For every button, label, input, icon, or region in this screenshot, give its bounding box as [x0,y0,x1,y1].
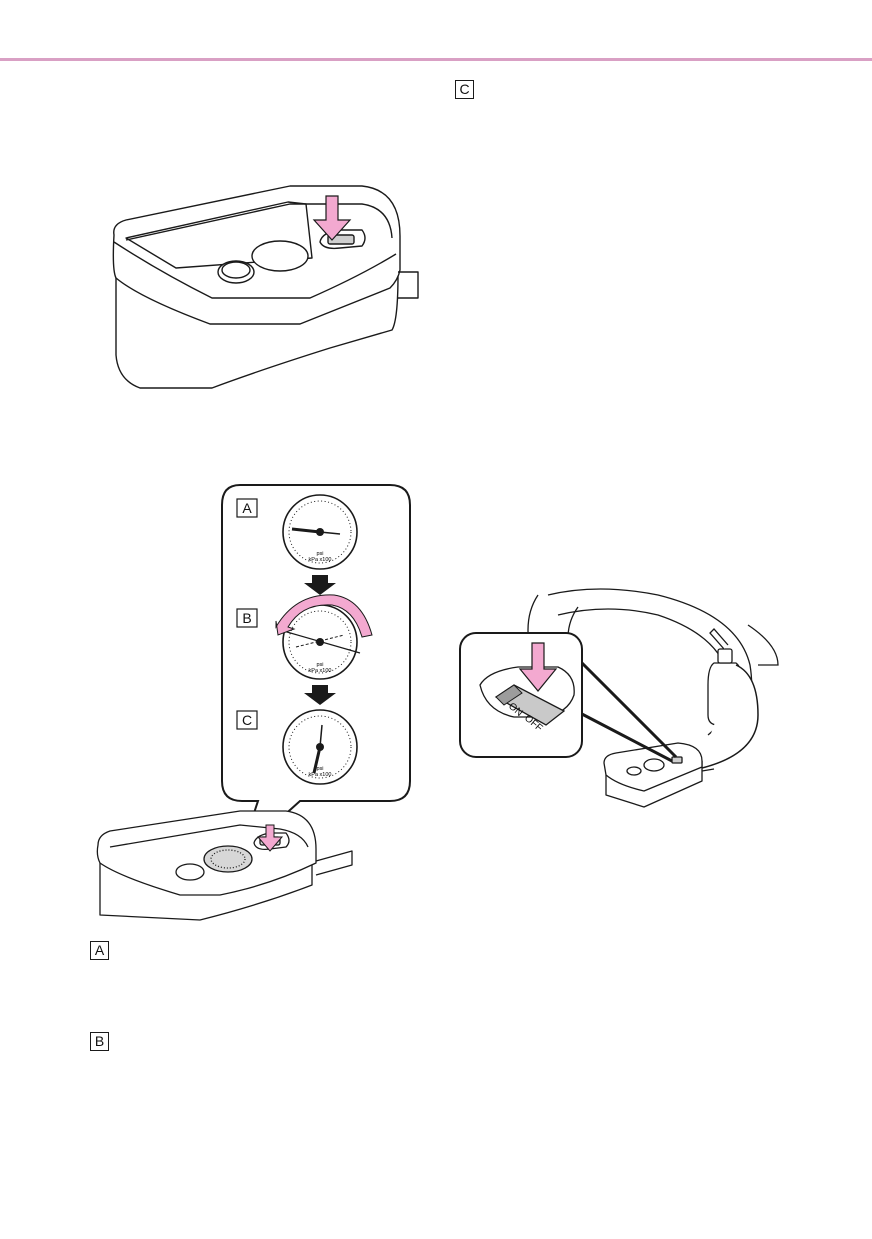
gauge-window [251,240,309,272]
svg-text:psi: psi [316,551,323,557]
sealant-bottle [697,628,759,770]
svg-text:psi: psi [316,766,323,772]
press-arrow-small [256,824,284,852]
gauge-a: psi kPa x100 [282,494,358,570]
gauge-c: psi kPa x100 [282,709,358,785]
press-arrow [312,195,352,241]
compressor-small [96,810,353,921]
svg-text:kPa x100: kPa x100 [309,557,332,563]
svg-text:kPa x100: kPa x100 [309,668,332,674]
press-arrow-detail [518,642,558,692]
gauge-label-c: C [242,712,252,728]
gauge-label-a: A [242,500,252,516]
svg-text:psi: psi [316,662,323,668]
power-switch-detail: ON OFF [479,642,575,734]
sequence-arrow-1 [304,575,336,595]
sequence-arrow-2 [304,685,336,705]
step-label-b: B [90,1032,109,1051]
header-rule [0,58,872,61]
tire-connection-illustration: ON OFF [459,588,779,808]
needle-swing-arrow [275,594,373,638]
gauge-sequence-illustration: A psi kPa x100 B psi kPa x100 C psi kPa [96,484,411,921]
svg-text:kPa x100: kPa x100 [309,772,332,778]
compressor-illustration [112,185,419,389]
step-label-a: A [90,941,109,960]
gauge-label-b: B [242,610,251,626]
step-label-c: C [455,80,474,99]
gauge-b: psi kPa x100 [275,594,373,680]
compressor-on-ground [603,742,715,808]
